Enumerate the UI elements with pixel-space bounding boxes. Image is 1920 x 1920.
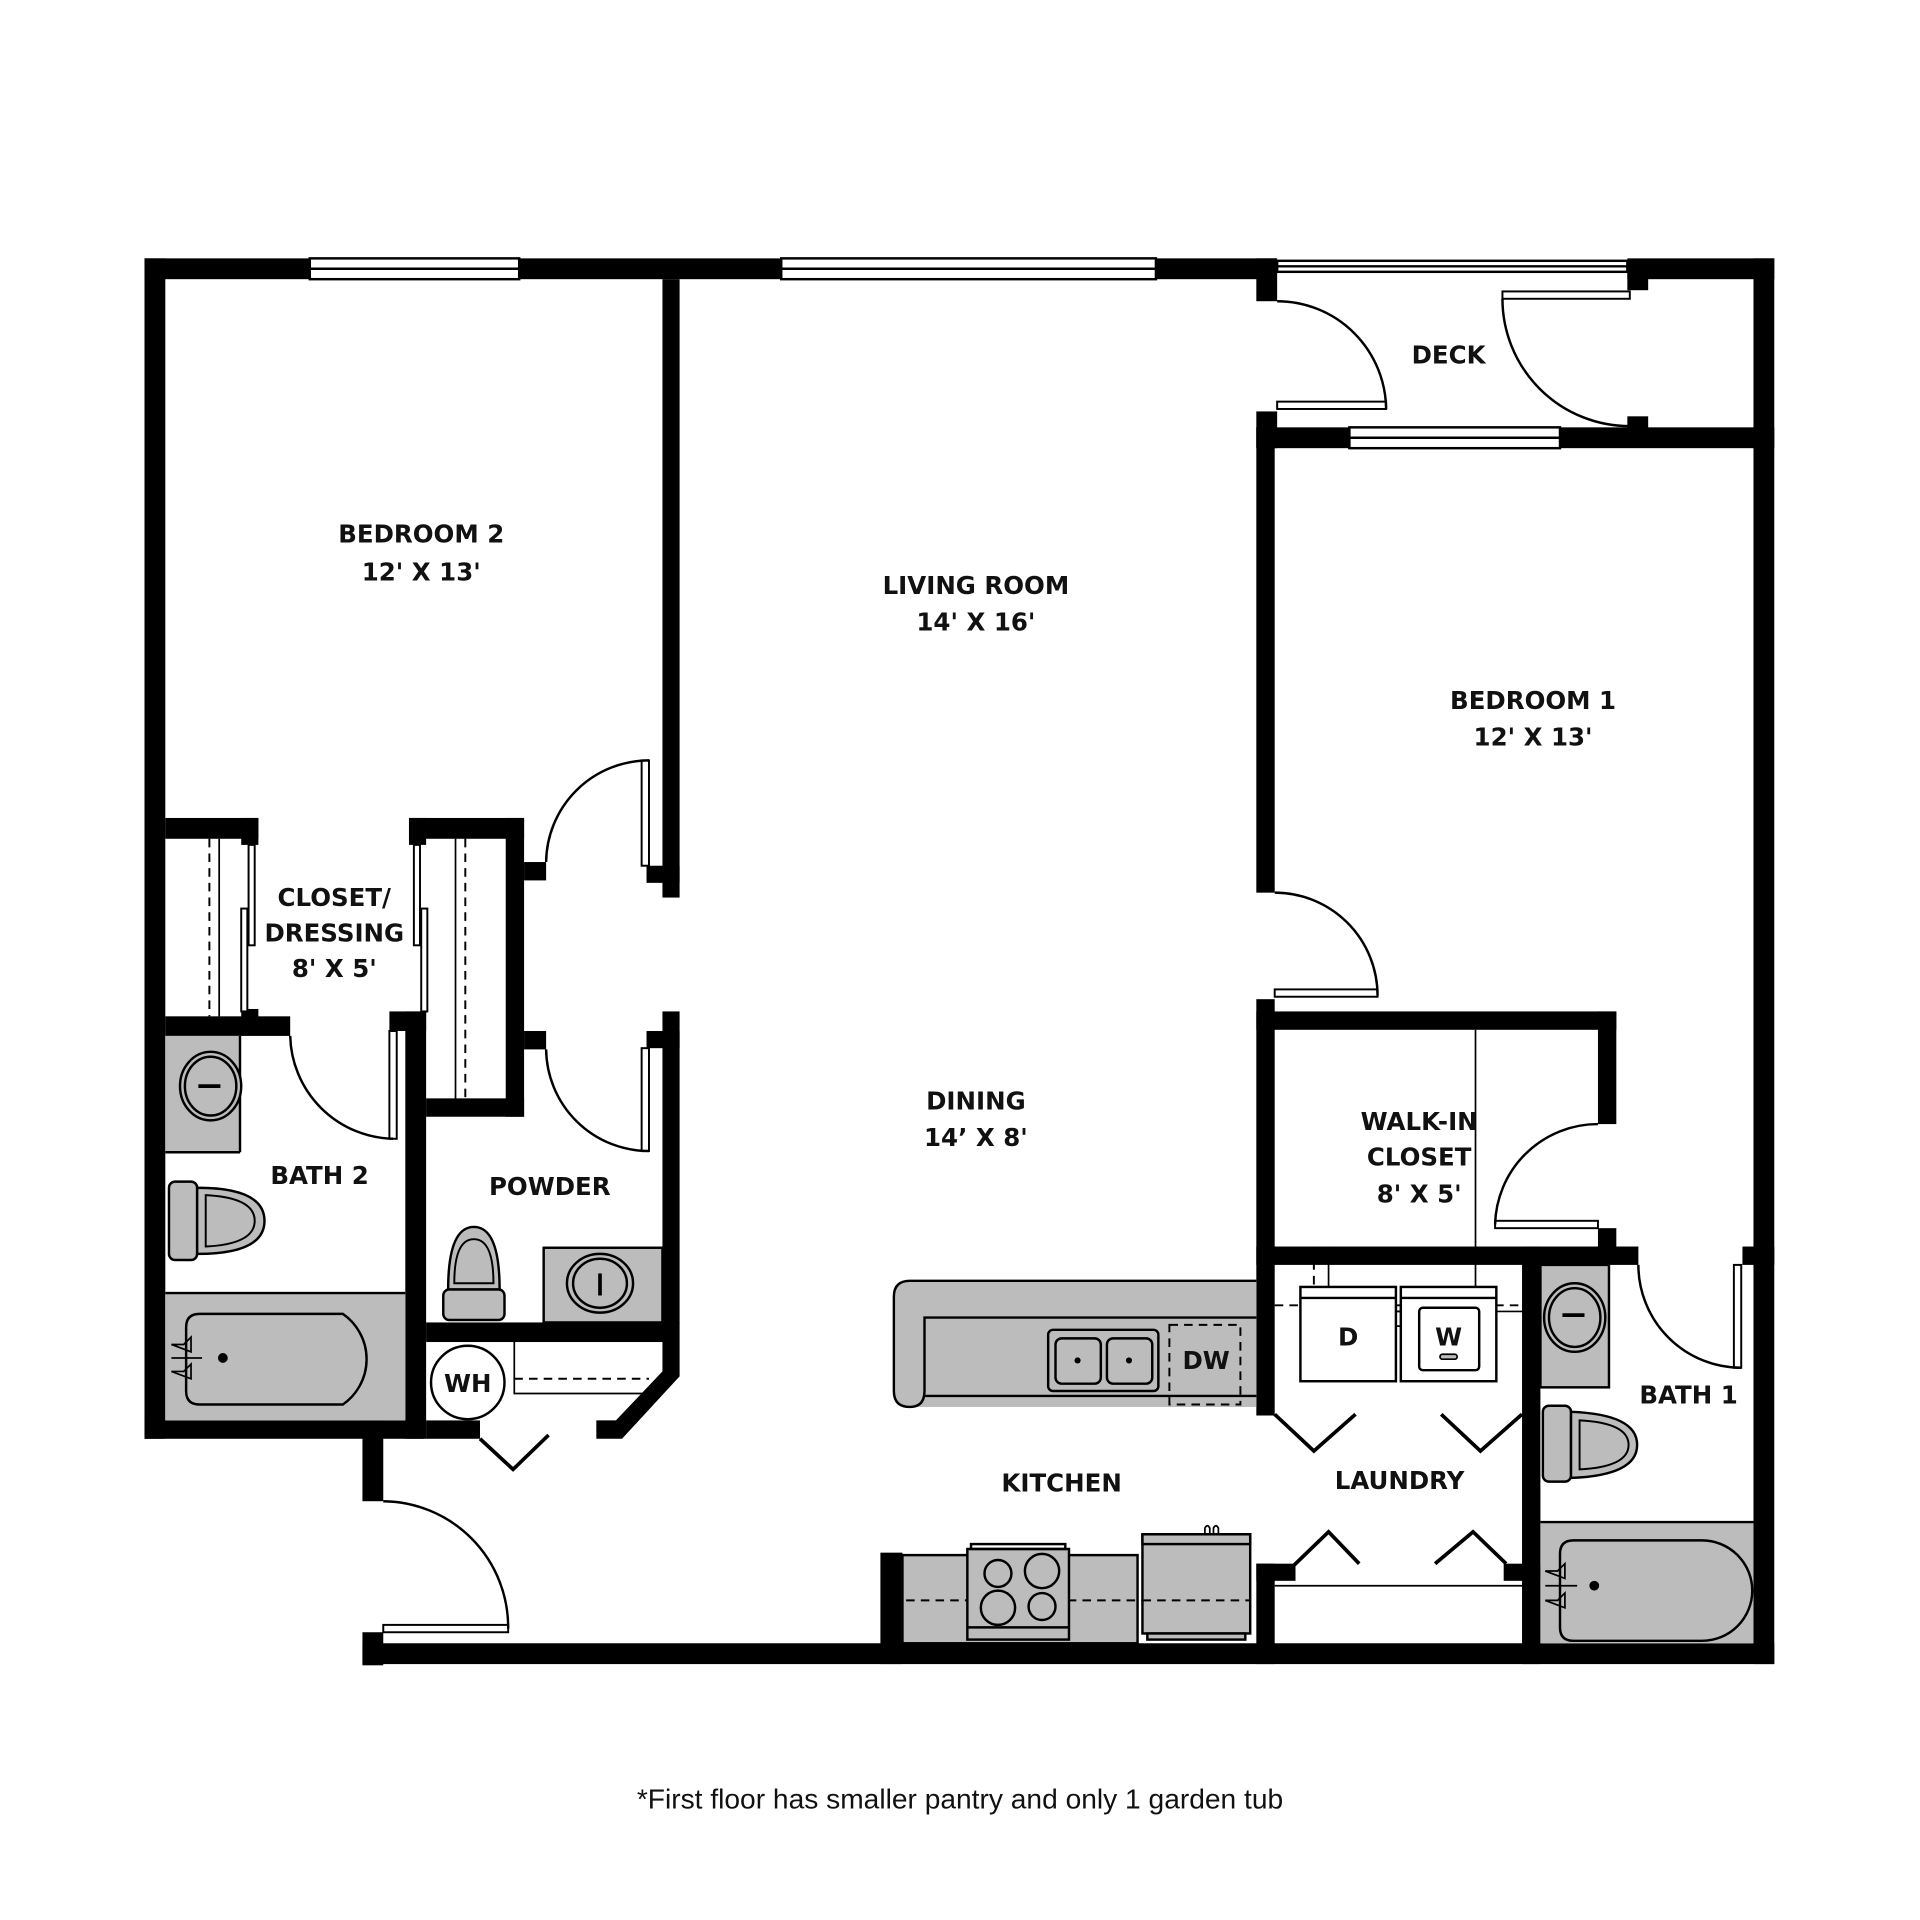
room-name: DINING [926, 1086, 1026, 1115]
room-name: DECK [1412, 341, 1487, 370]
room-name-line1: CLOSET/ [278, 883, 392, 912]
room-bedroom1: BEDROOM 1 12' X 13' [1450, 686, 1616, 752]
door-bedroom1[interactable] [1273, 891, 1379, 998]
door-entry[interactable] [382, 1500, 510, 1634]
room-bath1: BATH 1 [1639, 1380, 1737, 1409]
washer: W [1399, 1285, 1498, 1383]
sink-icon [1542, 1282, 1607, 1354]
door-bath1[interactable] [1637, 1263, 1743, 1369]
toilet-icon [167, 1180, 266, 1262]
door-bath2[interactable] [288, 1030, 398, 1140]
room-name: BEDROOM 2 [338, 519, 504, 548]
footnote: *First floor has smaller pantry and only… [637, 1784, 1283, 1815]
room-size: 8' X 5' [292, 954, 377, 983]
dishwasher: DW [1168, 1323, 1242, 1406]
water-heater: WH [429, 1344, 506, 1421]
room-bath2: BATH 2 [270, 1161, 368, 1190]
dryer-label: D [1338, 1323, 1358, 1352]
room-name: BEDROOM 1 [1450, 686, 1616, 715]
powder-fixtures [442, 1225, 664, 1324]
sink-icon [565, 1252, 635, 1314]
bath1-fixtures [1539, 1263, 1754, 1644]
kitchen-bottom-counter [901, 1524, 1252, 1645]
sliding-doors-closet-right[interactable] [412, 843, 429, 1013]
room-size: 12' X 13' [362, 557, 481, 586]
door-deck-left[interactable] [1276, 300, 1388, 410]
door-walkin-closet[interactable] [1493, 1122, 1599, 1230]
bifold-doors-laundry-top[interactable] [1273, 1412, 1524, 1454]
room-name: LIVING ROOM [883, 571, 1070, 600]
room-size: 8' X 5' [1377, 1179, 1462, 1208]
room-size: 14' X 16' [916, 608, 1035, 637]
stove-icon [966, 1542, 1071, 1641]
room-size: 12' X 13' [1474, 723, 1593, 752]
bathtub-icon [165, 1291, 406, 1421]
window-bedroom1 [1348, 426, 1562, 450]
toilet-icon [1541, 1404, 1639, 1483]
sliding-doors-closet-left[interactable] [240, 843, 256, 1013]
double-sink-icon [1046, 1328, 1160, 1393]
room-bedroom2: BEDROOM 2 12' X 13' [338, 519, 504, 586]
bathtub-icon [1540, 1520, 1754, 1644]
room-closet-dressing: CLOSET/ DRESSING 8' X 5' [264, 883, 404, 983]
windows [308, 257, 1629, 450]
room-labels: BEDROOM 2 12' X 13' LIVING ROOM 14' X 16… [264, 341, 1737, 1498]
room-name-line2: DRESSING [264, 919, 404, 948]
window-bedroom2 [308, 257, 521, 281]
doors [240, 290, 1743, 1634]
room-walkin-closet: WALK-IN CLOSET 8' X 5' [1361, 1107, 1478, 1208]
room-deck: DECK [1412, 341, 1487, 370]
room-kitchen: KITCHEN [1001, 1468, 1121, 1497]
toilet-icon [442, 1225, 506, 1322]
room-name: BATH 1 [1639, 1380, 1737, 1409]
door-deck-right[interactable] [1501, 290, 1631, 428]
room-name: KITCHEN [1001, 1468, 1121, 1497]
room-dining: DINING 14’ X 8' [924, 1086, 1028, 1152]
room-living: LIVING ROOM 14' X 16' [883, 571, 1070, 637]
room-name: LAUNDRY [1335, 1466, 1465, 1495]
bath2-fixtures [165, 1035, 406, 1421]
room-name-line2: CLOSET [1367, 1143, 1472, 1172]
washer-label: W [1435, 1323, 1462, 1352]
refrigerator-icon [1141, 1524, 1252, 1641]
walls [144, 258, 1775, 1666]
sink-icon [178, 1050, 243, 1122]
room-laundry: LAUNDRY [1335, 1466, 1465, 1495]
room-name-line1: WALK-IN [1361, 1107, 1478, 1136]
water-heater-label: WH [444, 1369, 491, 1398]
kitchen-counter: DW [892, 1279, 1257, 1409]
dishwasher-label: DW [1182, 1346, 1229, 1375]
deck-railing-top [1275, 259, 1629, 274]
room-size: 14’ X 8' [924, 1123, 1028, 1152]
room-name: BATH 2 [270, 1161, 368, 1190]
dryer: D [1299, 1285, 1398, 1383]
bifold-doors-laundry-bottom[interactable] [1291, 1529, 1508, 1568]
room-name: POWDER [489, 1172, 611, 1201]
room-powder: POWDER [489, 1172, 611, 1201]
door-powder[interactable] [544, 1047, 650, 1153]
door-bedroom2[interactable] [544, 759, 650, 867]
window-living-room [780, 257, 1158, 281]
bifold-door-wh[interactable] [478, 1433, 550, 1472]
laundry-appliances: D W [1299, 1285, 1498, 1383]
